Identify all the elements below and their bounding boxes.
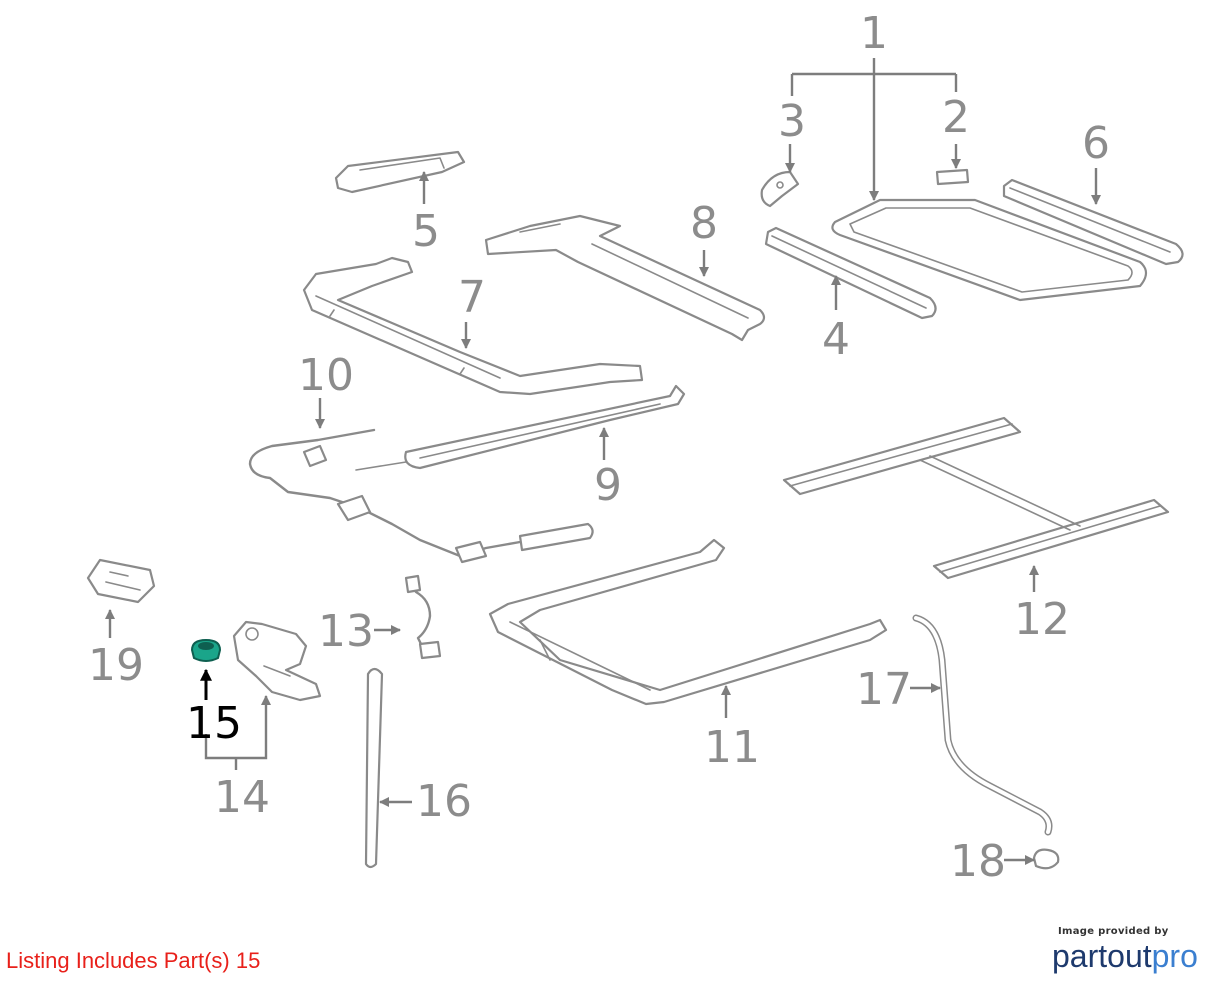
- part-10-drive-cable: [248, 428, 594, 564]
- callout-4: 4: [822, 314, 850, 365]
- part-18-grommet: [1032, 848, 1060, 870]
- part-7-frame: [302, 256, 644, 396]
- part-14-sunroof-motor: [232, 620, 322, 702]
- part-17-rear-drain-hose: [912, 614, 1053, 836]
- part-15-manual-crank-cap: [190, 638, 222, 662]
- callout-16: 16: [416, 776, 472, 827]
- callout-7: 7: [458, 272, 486, 323]
- part-4-rail: [764, 226, 937, 320]
- part-12-track-assembly: [782, 416, 1170, 580]
- part-8-guide-rail: [484, 214, 766, 342]
- part-6-weatherstrip: [1002, 178, 1184, 266]
- callout-18: 18: [950, 836, 1006, 887]
- part-5-cover: [334, 150, 466, 194]
- callout-3: 3: [778, 96, 806, 147]
- logo-text-part1: partout: [1052, 938, 1152, 974]
- callout-5: 5: [412, 206, 440, 257]
- part-9-deflector: [355, 384, 686, 471]
- callout-9: 9: [594, 460, 622, 511]
- callout-1: 1: [860, 8, 888, 59]
- credit-caption: Image provided by: [1058, 926, 1169, 937]
- part-11-drain-frame: [488, 538, 888, 706]
- callout-labels: 1 2 3 4 5 6 7 8 9 10 11 12 13 14 15 16 1…: [88, 8, 1110, 887]
- part-2-pad: [935, 168, 970, 186]
- part-19-switch: [86, 558, 156, 604]
- callout-10: 10: [298, 350, 354, 401]
- part-1-sunroof-glass: [831, 198, 1148, 302]
- image-credit: Image provided by partoutpro: [1052, 926, 1202, 973]
- callout-17: 17: [856, 664, 912, 715]
- partoutpro-logo: partoutpro: [1052, 939, 1202, 973]
- callout-11: 11: [704, 722, 760, 773]
- listing-includes-note: Listing Includes Part(s) 15: [6, 948, 261, 973]
- callout-13: 13: [318, 606, 374, 657]
- callout-2: 2: [942, 92, 970, 143]
- callout-19: 19: [88, 640, 144, 691]
- callout-14: 14: [214, 772, 270, 823]
- part-16-drain-hose: [364, 667, 384, 869]
- leader-lines: [104, 58, 1102, 866]
- callout-8: 8: [690, 198, 718, 249]
- callout-15: 15: [186, 698, 242, 749]
- callout-12: 12: [1014, 594, 1070, 645]
- logo-text-part2: pro: [1151, 938, 1198, 974]
- part-13-wire-harness: [404, 574, 442, 660]
- part-3-bracket: [760, 170, 800, 208]
- callout-6: 6: [1082, 118, 1110, 169]
